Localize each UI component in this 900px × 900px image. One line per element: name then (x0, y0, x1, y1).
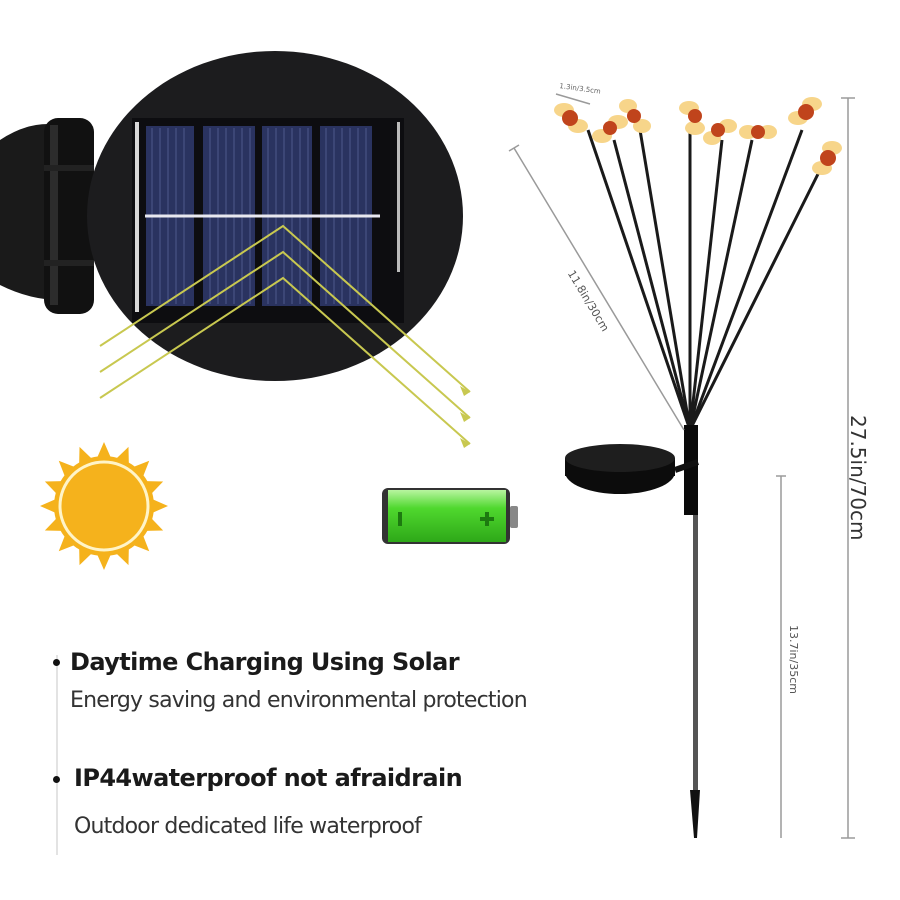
battery-charging-icon (380, 484, 520, 548)
total-height-label: 27.5in/70cm (846, 415, 870, 541)
feature-title: Daytime Charging Using Solar (70, 648, 460, 676)
bullet-icon (53, 659, 60, 666)
sun-icon (38, 440, 170, 572)
feature-list-rule (56, 655, 58, 855)
firefly-light-diagram (500, 80, 900, 860)
feature-title: IP44waterproof not afraidrain (74, 764, 463, 792)
bullet-icon (53, 776, 60, 783)
solar-panel-illustration (0, 0, 480, 460)
stake-height-label: 13.7in/35cm (787, 625, 800, 694)
feature-subtitle: Energy saving and environmental protecti… (70, 688, 528, 713)
feature-subtitle: Outdoor dedicated life waterproof (74, 814, 422, 839)
